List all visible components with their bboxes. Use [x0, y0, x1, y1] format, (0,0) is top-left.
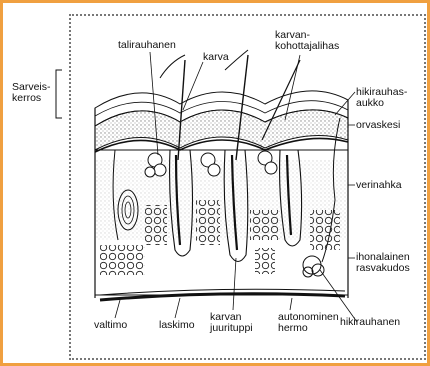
label-orvaskesi: orvaskesi [356, 120, 400, 131]
label-karvanjuurituppi: karvan juurituppi [210, 312, 253, 334]
label-autonominenhermo: autonominen hermo [278, 312, 339, 334]
epidermis-layer [95, 110, 348, 150]
label-ihonalainen: ihonalainen rasvakudos [356, 252, 410, 274]
label-karvankohottajalihas: karvan- kohottajalihas [275, 30, 339, 52]
bracket [56, 70, 62, 118]
label-valtimo: valtimo [94, 320, 127, 331]
label-sarveiskerros: Sarveis- kerros [12, 82, 51, 104]
label-verinahka: verinahka [356, 180, 402, 191]
label-laskimo: laskimo [159, 320, 195, 331]
label-talirauhanen: talirauhanen [118, 40, 176, 51]
label-karva: karva [203, 52, 229, 63]
sweat-gland-coil [303, 256, 324, 277]
label-hikirauhasaukko: hikirauhas- aukko [356, 87, 407, 109]
label-hikirauhanen: hikirauhanen [340, 317, 400, 328]
